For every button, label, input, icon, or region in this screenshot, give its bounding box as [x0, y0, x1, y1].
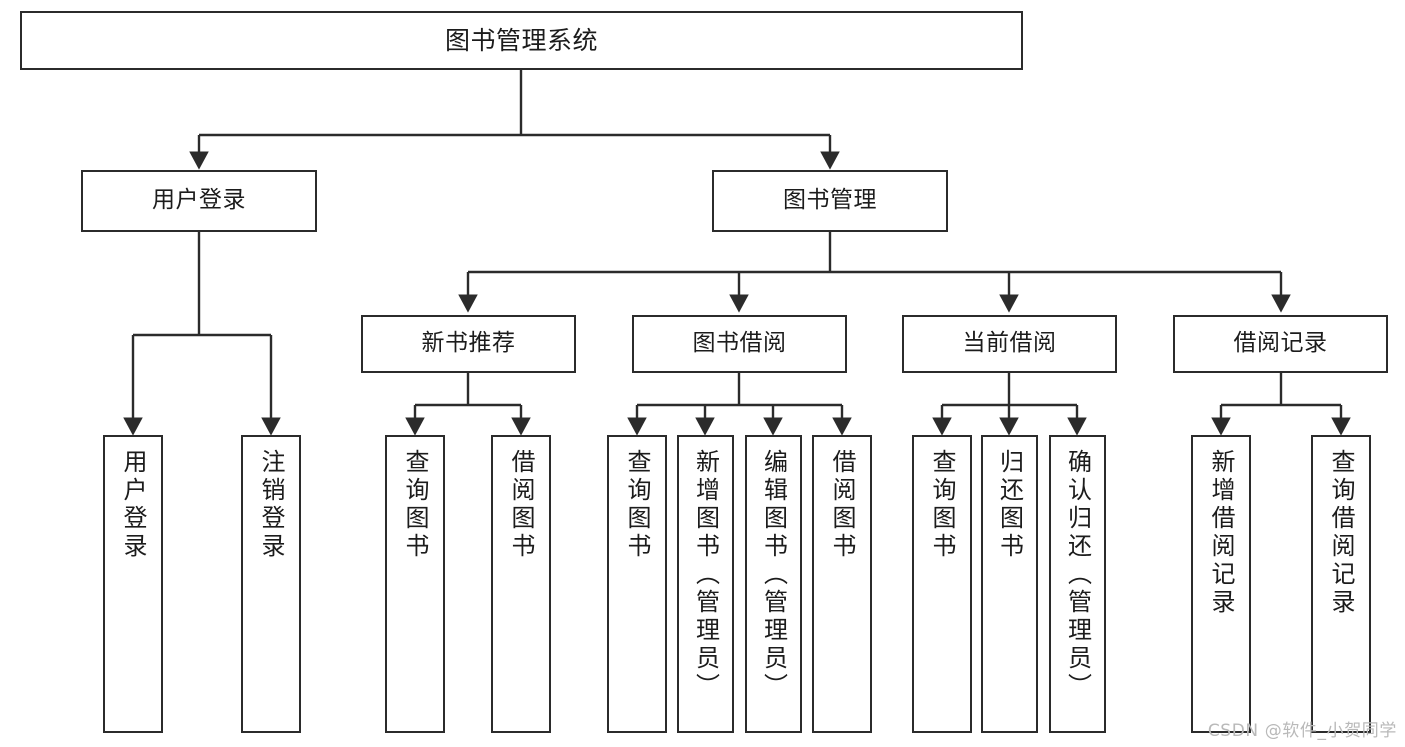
leaf-add-borrow-record[interactable]: 新增借阅记录 — [1191, 435, 1251, 733]
node-label: 编辑图书（管理员） — [759, 449, 788, 701]
node-label: 用户登录 — [152, 187, 246, 214]
node-label: 新增图书（管理员） — [691, 449, 720, 701]
node-label: 借阅图书 — [507, 449, 535, 561]
node-label: 图书借阅 — [692, 330, 787, 357]
leaf-confirm-return-admin[interactable]: 确认归还（管理员） — [1049, 435, 1106, 733]
node-label: 查询借阅记录 — [1327, 449, 1355, 617]
node-label: 新增借阅记录 — [1207, 449, 1235, 617]
leaf-return-books[interactable]: 归还图书 — [981, 435, 1038, 733]
node-label: 归还图书 — [995, 449, 1024, 561]
node-label: 查询图书 — [928, 449, 956, 561]
node-user-login[interactable]: 用户登录 — [81, 170, 317, 232]
node-label: 查询图书 — [401, 449, 429, 561]
leaf-borrow-books-borrowing[interactable]: 借阅图书 — [812, 435, 872, 733]
node-current-borrowing[interactable]: 当前借阅 — [902, 315, 1117, 373]
node-label: 确认归还（管理员） — [1063, 449, 1092, 701]
node-new-book-recommendation[interactable]: 新书推荐 — [361, 315, 576, 373]
leaf-add-book-admin[interactable]: 新增图书（管理员） — [677, 435, 734, 733]
node-label: 查询图书 — [623, 449, 651, 561]
leaf-edit-book-admin[interactable]: 编辑图书（管理员） — [745, 435, 802, 733]
node-label: 注销登录 — [257, 449, 285, 561]
leaf-user-login[interactable]: 用户登录 — [103, 435, 163, 733]
node-root-book-management-system[interactable]: 图书管理系统 — [20, 11, 1023, 70]
leaf-query-books-current[interactable]: 查询图书 — [912, 435, 972, 733]
node-label: 新书推荐 — [421, 330, 516, 357]
node-borrowing-records[interactable]: 借阅记录 — [1173, 315, 1388, 373]
node-label: 借阅图书 — [828, 449, 856, 561]
leaf-query-books-borrowing[interactable]: 查询图书 — [607, 435, 667, 733]
node-label: 图书管理系统 — [444, 25, 598, 55]
leaf-logout[interactable]: 注销登录 — [241, 435, 301, 733]
leaf-query-borrow-record[interactable]: 查询借阅记录 — [1311, 435, 1371, 733]
leaf-borrow-books-recommendation[interactable]: 借阅图书 — [491, 435, 551, 733]
node-label: 用户登录 — [119, 449, 147, 561]
node-label: 借阅记录 — [1233, 330, 1328, 357]
node-label: 当前借阅 — [962, 330, 1057, 357]
node-book-borrowing[interactable]: 图书借阅 — [632, 315, 847, 373]
watermark-csdn: CSDN @软件_小贺同学 — [1207, 721, 1397, 741]
node-book-management[interactable]: 图书管理 — [712, 170, 948, 232]
leaf-query-books-recommendation[interactable]: 查询图书 — [385, 435, 445, 733]
node-label: 图书管理 — [783, 187, 877, 214]
